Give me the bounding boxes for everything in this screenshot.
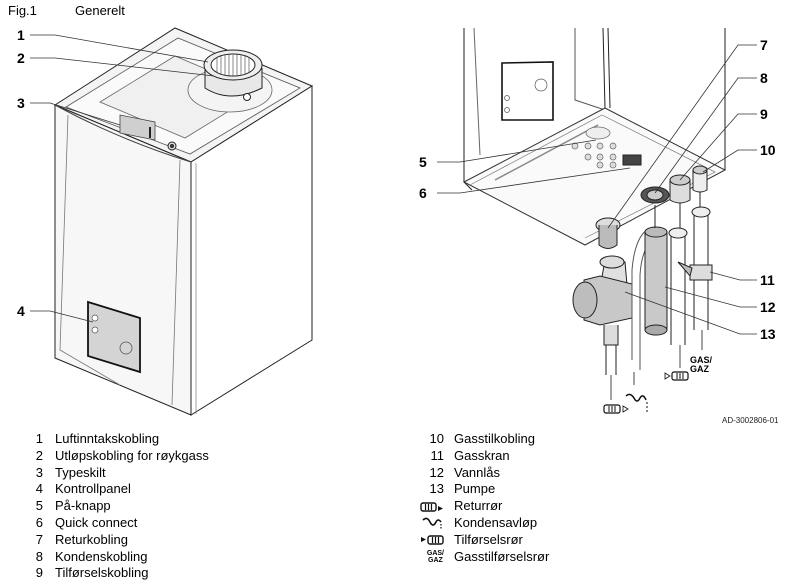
legend-item: 4 Kontrollpanel: [23, 481, 209, 498]
legend-number: 1: [35, 431, 43, 446]
legend-number: 7: [35, 531, 43, 547]
legend-label: Kondenskobling: [55, 548, 148, 564]
gas-icon-line1: GAS/: [426, 549, 444, 557]
legend-label: Utløpskobling for røykgass: [55, 447, 209, 463]
legend-item: 11 Gasskran: [400, 448, 549, 465]
legend-right: 10 Gasstilkobling 11 Gasskran 12 Vannlås 13…: [400, 431, 549, 565]
legend-label: Gasstilførselsrør: [454, 548, 550, 564]
return-pipe-symbol: [603, 404, 629, 414]
legend-left: 1 Luftinntakskobling 2 Utløpskobling for r…: [23, 431, 209, 582]
legend-label: Returkobling: [55, 531, 128, 547]
legend-label: Typeskilt: [55, 464, 106, 480]
callout-3: 3: [17, 95, 25, 111]
callout-7: 7: [760, 37, 768, 53]
callout-1: 1: [17, 27, 25, 43]
legend-number: 10: [429, 431, 444, 446]
callout-9: 9: [760, 106, 768, 122]
boiler-front-illustration: [30, 27, 314, 416]
legend-label: Vannlås: [454, 464, 501, 480]
legend-item: 7 Returkobling: [23, 532, 209, 549]
legend-number: 6: [35, 514, 43, 530]
return-pipe-icon: [400, 501, 454, 512]
gas-symbol-line1: GAS/: [690, 355, 713, 365]
legend-item: 9 Tilførselskobling: [23, 565, 209, 582]
legend-number: 2: [35, 447, 43, 463]
figure-label: Fig.1: [8, 3, 37, 18]
legend-label: Returrør: [454, 498, 503, 514]
legend-label: Tilførselskobling: [55, 565, 149, 581]
legend-item: 12 Vannlås: [400, 465, 549, 482]
legend-number: 11: [430, 447, 445, 463]
callout-10: 10: [760, 142, 776, 158]
callout-13: 13: [760, 326, 776, 342]
document-id: AD-3002806-01: [722, 416, 779, 425]
legend-label: Gasskran: [454, 447, 510, 463]
legend-item: 1 Luftinntakskobling: [23, 431, 209, 448]
callout-11: 11: [760, 272, 775, 288]
gas-supply-icon: GAS/GAZ: [400, 550, 454, 564]
callout-5: 5: [419, 154, 427, 170]
legend-item: 13 Pumpe: [400, 481, 549, 498]
legend-label: På-knapp: [55, 498, 111, 514]
supply-pipe-icon: [400, 535, 454, 545]
legend-number: 12: [429, 464, 444, 480]
callout-4: 4: [17, 303, 25, 319]
legend-item: 6 Quick connect: [23, 515, 209, 532]
legend-number: 5: [35, 498, 43, 514]
legend-number: 13: [429, 481, 444, 497]
legend-item: GAS/GAZ Gasstilførselsrør: [400, 549, 549, 566]
gas-symbol-line2: GAZ: [690, 364, 709, 374]
callout-8: 8: [760, 70, 768, 86]
legend-number: 4: [35, 481, 43, 497]
legend-item: 8 Kondenskobling: [23, 549, 209, 566]
legend-label: Quick connect: [55, 514, 138, 530]
callout-2: 2: [17, 50, 25, 66]
legend-label: Kondensavløp: [454, 514, 538, 530]
figure-title: Generelt: [75, 3, 125, 18]
condensate-drain-symbol: [625, 393, 647, 402]
condensate-drain-icon: [400, 516, 454, 530]
callout-6: 6: [419, 185, 427, 201]
legend-item: Tilførselsrør: [400, 532, 549, 549]
supply-pipe-symbol: [664, 371, 689, 381]
legend-item: 2 Utløpskobling for røykgass: [23, 448, 209, 465]
legend-item: Returrør: [400, 498, 549, 515]
gas-symbol-diagram: GAS/ GAZ: [690, 356, 712, 374]
legend-item: 3 Typeskilt: [23, 465, 209, 482]
callout-12: 12: [760, 299, 776, 315]
legend-label: Kontrollpanel: [55, 481, 131, 497]
legend-label: Luftinntakskobling: [55, 431, 160, 446]
legend-item: 5 På-knapp: [23, 498, 209, 515]
legend-item: Kondensavløp: [400, 515, 549, 532]
legend-label: Tilførselsrør: [454, 531, 523, 547]
legend-item: 10 Gasstilkobling: [400, 431, 549, 448]
gas-icon-line2: GAZ: [428, 556, 443, 564]
legend-number: 3: [35, 464, 43, 480]
legend-number: 8: [35, 548, 43, 564]
legend-number: 9: [35, 565, 43, 581]
legend-label: Gasstilkobling: [454, 431, 535, 446]
legend-label: Pumpe: [454, 481, 496, 497]
